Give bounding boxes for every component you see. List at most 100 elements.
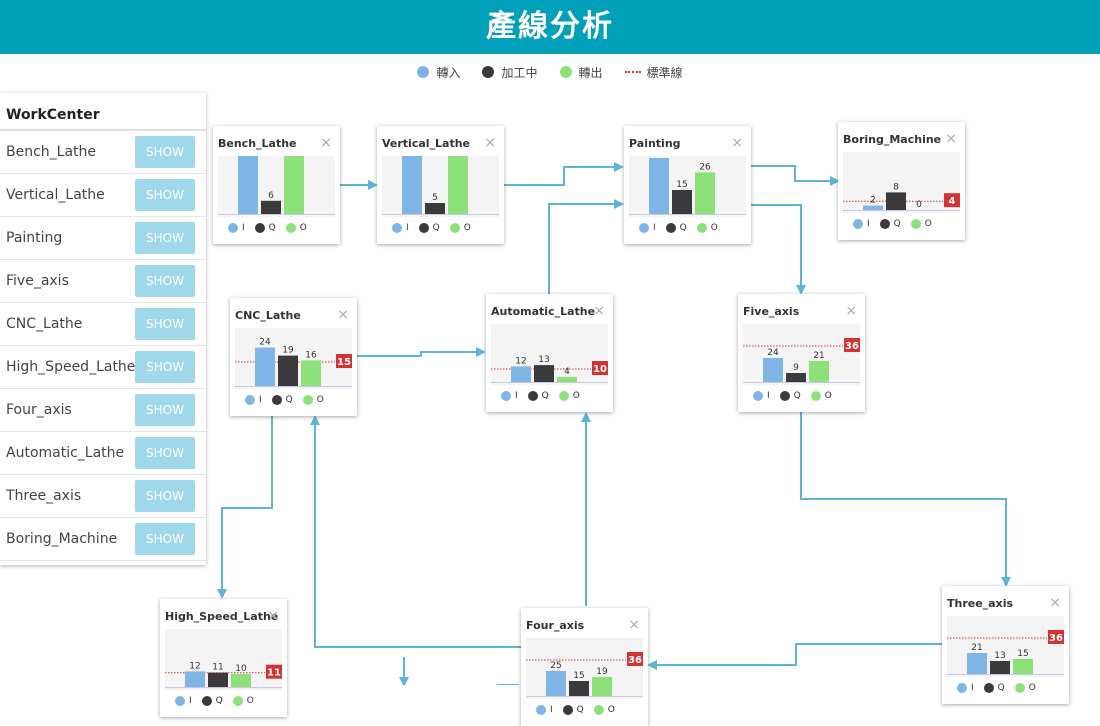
close-icon[interactable]: × — [1049, 595, 1061, 611]
bar-value-label: 9 — [793, 363, 799, 373]
show-button[interactable]: SHOW — [135, 394, 195, 426]
bar-i — [238, 156, 258, 214]
legend-swatch — [559, 66, 572, 78]
standard-badge — [266, 664, 282, 679]
bar-value-label: 15 — [1017, 649, 1028, 659]
bar-i — [649, 158, 669, 214]
bar-value-label: 13 — [538, 355, 549, 365]
bar-value-label: 24 — [259, 338, 271, 348]
legend-letter: I — [242, 223, 245, 233]
legend-dot — [810, 391, 821, 401]
bar-q — [990, 661, 1010, 674]
legend-swatch — [624, 71, 641, 73]
close-icon[interactable]: × — [593, 303, 605, 319]
bar-o — [284, 156, 304, 214]
bar-o — [695, 172, 715, 214]
show-button[interactable]: SHOW — [135, 351, 195, 383]
close-icon[interactable]: × — [731, 135, 743, 151]
legend-letter: I — [550, 705, 553, 715]
flow-arrow — [357, 347, 486, 357]
standard-value: 36 — [628, 655, 642, 666]
close-icon[interactable]: × — [267, 608, 279, 624]
legend-item[interactable]: 標準線 — [624, 64, 683, 81]
bar-i — [763, 358, 783, 382]
show-button[interactable]: SHOW — [135, 265, 195, 297]
bar-i — [255, 347, 275, 386]
legend-dot — [285, 223, 296, 233]
flow-arrow — [751, 165, 840, 186]
workcenter-card[interactable]: Vertical_Lathe×3033531IQO — [377, 126, 504, 244]
legend-letter: Q — [285, 395, 293, 405]
show-button[interactable]: SHOW — [135, 308, 195, 340]
show-button[interactable]: SHOW — [135, 179, 195, 211]
legend-dot — [696, 223, 707, 233]
close-icon[interactable]: × — [945, 131, 957, 147]
close-icon[interactable]: × — [628, 617, 640, 633]
bar-value-label: 21 — [813, 351, 824, 361]
bar-value-label: 25 — [550, 661, 561, 671]
legend-item[interactable]: 轉入 — [417, 64, 460, 81]
standard-badge — [844, 338, 860, 352]
show-button[interactable]: SHOW — [135, 523, 195, 555]
close-icon[interactable]: × — [484, 135, 496, 151]
legend-letter: O — [710, 223, 718, 233]
standard-value: 36 — [845, 341, 859, 352]
bar-value-label: 8 — [893, 182, 899, 192]
bar-q — [261, 200, 281, 214]
bar-value-label: 12 — [515, 356, 526, 366]
show-button[interactable]: SHOW — [135, 437, 195, 469]
show-button[interactable]: SHOW — [135, 480, 195, 512]
bar-value-label: 12 — [189, 661, 200, 671]
bar-value-label: 4 — [564, 367, 570, 377]
legend-item[interactable]: 加工中 — [482, 64, 538, 81]
workcenter-card[interactable]: Painting×40351526IQO — [624, 126, 751, 244]
workcenter-bar-chart: 3033531 — [382, 156, 499, 217]
workcenter-card-title: Five_axis — [743, 305, 800, 318]
legend-letter: I — [515, 391, 518, 401]
workcenter-bar-chart: 40351526 — [629, 156, 746, 217]
legend-label: 加工中 — [501, 65, 538, 80]
bar-o — [231, 674, 251, 687]
workcenter-card[interactable]: Bench_Lathe×3034633IQO — [213, 126, 340, 244]
legend-item[interactable]: 轉出 — [559, 64, 603, 81]
legend-label: 轉入 — [436, 65, 461, 80]
bar-value-label: 24 — [767, 348, 779, 358]
legend-dot — [779, 391, 790, 401]
flow-arrow — [548, 199, 624, 294]
show-button[interactable]: SHOW — [135, 222, 195, 254]
bar-i — [402, 156, 422, 214]
legend-dot — [175, 696, 185, 706]
legend-dot — [302, 395, 313, 405]
bar-value-label: 16 — [305, 350, 317, 360]
workcenter-card-title: Vertical_Lathe — [382, 137, 471, 150]
standard-badge — [944, 193, 960, 208]
close-icon[interactable]: × — [845, 303, 857, 319]
workcenter-title: WorkCenter — [0, 93, 206, 131]
bar-value-label: 2 — [870, 196, 876, 206]
legend-letter: Q — [432, 223, 440, 233]
close-icon[interactable]: × — [337, 307, 349, 323]
workcenter-bar-chart: 3034633 — [218, 156, 335, 217]
show-button[interactable]: SHOW — [135, 136, 195, 168]
close-icon[interactable]: × — [320, 135, 332, 151]
legend-letter: O — [316, 395, 324, 405]
